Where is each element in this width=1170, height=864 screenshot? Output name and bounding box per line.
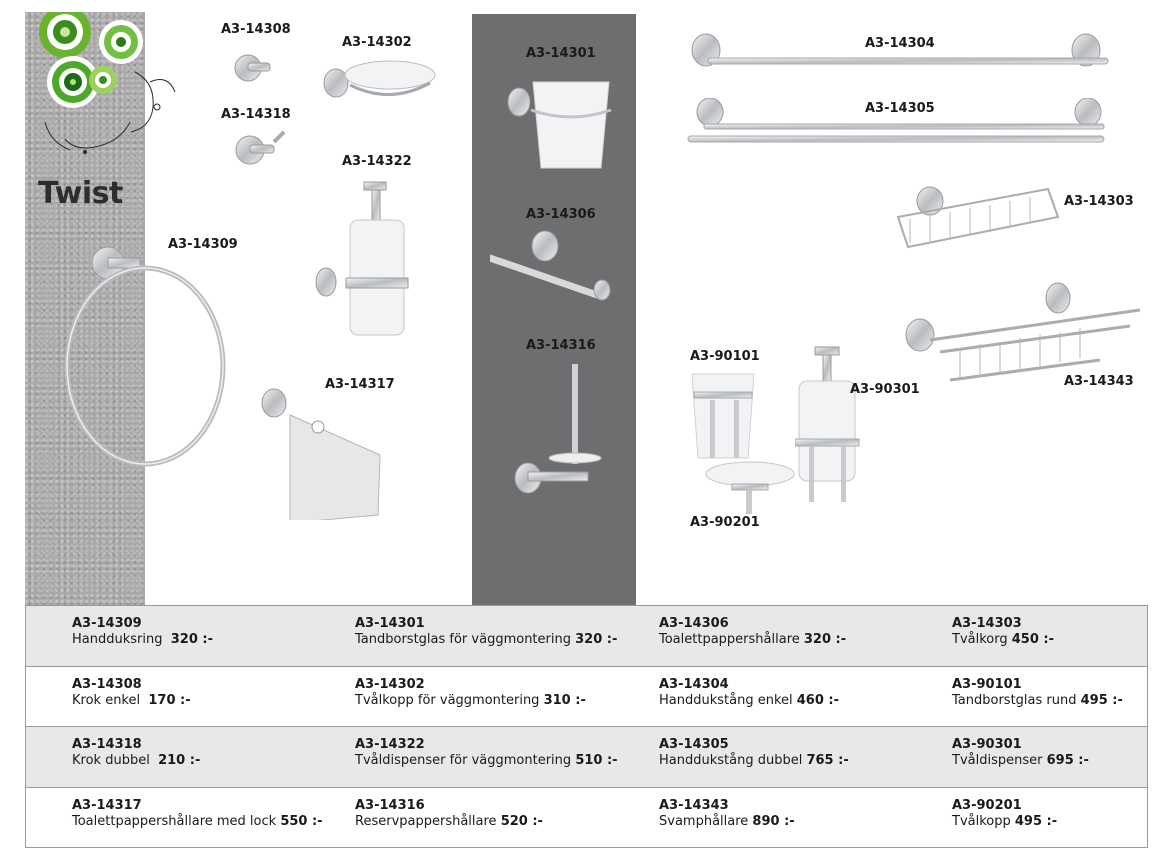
round-toothbrush-glass-image	[691, 373, 755, 459]
label-a3-14309: A3-14309	[168, 237, 238, 252]
label-a3-90101: A3-90101	[690, 349, 760, 364]
label-a3-14302: A3-14302	[342, 35, 412, 50]
label-a3-90201: A3-90201	[690, 515, 760, 530]
label-a3-14343: A3-14343	[1064, 374, 1134, 389]
single-towel-bar-image	[691, 33, 1109, 67]
label-a3-14304: A3-14304	[865, 36, 935, 51]
decorative-circles-graphic	[39, 12, 176, 154]
toothbrush-glass-image	[507, 81, 612, 169]
label-a3-14305: A3-14305	[865, 101, 935, 116]
soap-dish-image	[323, 60, 436, 98]
label-a3-14317: A3-14317	[325, 377, 395, 392]
double-hook-image	[235, 130, 286, 165]
label-a3-14308: A3-14308	[221, 22, 291, 37]
soap-dispenser-image	[315, 181, 409, 336]
toilet-roll-holder-lid-image	[261, 388, 381, 520]
label-a3-14303: A3-14303	[1064, 194, 1134, 209]
towel-ring-image	[64, 246, 226, 467]
standing-soap-dish-image	[705, 461, 795, 514]
label-a3-14322: A3-14322	[342, 154, 412, 169]
toilet-paper-holder-image	[490, 230, 611, 301]
standing-soap-dispenser-image	[795, 346, 860, 502]
spare-roll-holder-image	[514, 364, 602, 494]
label-a3-14316: A3-14316	[526, 338, 596, 353]
label-a3-14301: A3-14301	[526, 46, 596, 61]
label-a3-14318: A3-14318	[221, 107, 291, 122]
label-a3-90301: A3-90301	[850, 382, 920, 397]
sponge-holder-image	[905, 282, 1141, 382]
single-hook-image	[234, 54, 271, 82]
label-a3-14306: A3-14306	[526, 207, 596, 222]
brand-title: Twist	[38, 176, 123, 211]
textured-side-stripe	[25, 12, 145, 605]
double-towel-bar-image	[687, 98, 1105, 143]
soap-basket-image	[896, 186, 1060, 249]
